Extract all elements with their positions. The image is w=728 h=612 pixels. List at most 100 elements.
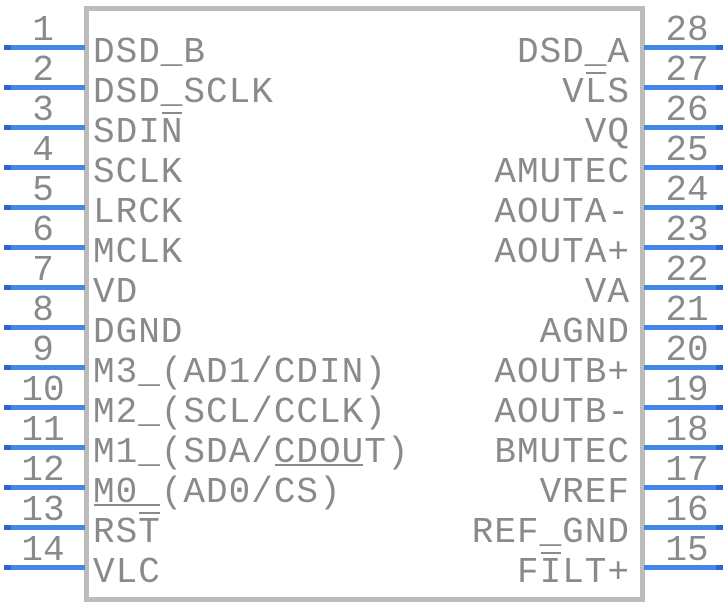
pin-line xyxy=(644,485,723,490)
pin-label: SCLK xyxy=(93,152,184,193)
pin-line xyxy=(644,405,723,410)
pin-number: 10 xyxy=(21,370,65,411)
pin-label-part: F xyxy=(516,552,540,593)
pin-line xyxy=(644,85,723,90)
pin-label: SDIN xyxy=(93,115,183,151)
pin-number: 27 xyxy=(665,50,709,91)
pin-line xyxy=(644,525,723,530)
pin-line xyxy=(4,285,85,290)
pin-label: DSD_B xyxy=(93,32,207,73)
pin-label-part: T) xyxy=(364,432,410,473)
pin-number: 7 xyxy=(32,250,54,291)
pin-line xyxy=(4,165,85,170)
pin-label-part: (AD0/CS) xyxy=(160,472,342,513)
pin-label: LRCK xyxy=(93,192,184,233)
pin-label: RST xyxy=(93,515,161,551)
pin-number: 18 xyxy=(665,410,709,451)
pin-line xyxy=(4,525,85,530)
pin-line xyxy=(644,565,723,570)
pin-number: 11 xyxy=(21,410,65,451)
pin-line xyxy=(4,125,85,130)
pin-label: AOUTA- xyxy=(494,192,630,233)
pin-line xyxy=(4,85,85,90)
pin-line xyxy=(644,245,723,250)
pin-label: VQ xyxy=(584,112,630,153)
pin-line xyxy=(4,245,85,250)
pin-label: DSD_A xyxy=(516,32,630,73)
pin-number: 12 xyxy=(21,450,65,491)
pin-label: VA xyxy=(584,272,630,313)
pin-line xyxy=(644,365,723,370)
pin-label: M0_(AD0/CS) xyxy=(93,475,342,511)
pin-number: 6 xyxy=(32,210,54,251)
pin-label: DGND xyxy=(93,312,184,353)
pin-number: 14 xyxy=(21,530,65,571)
pin-label: VLS xyxy=(562,75,630,111)
pin-number: 26 xyxy=(665,90,709,131)
pin-label: VLC xyxy=(93,552,161,593)
pin-line xyxy=(644,325,723,330)
pin-number: 19 xyxy=(665,370,709,411)
underline-part: M0_ xyxy=(93,472,161,513)
pin-line xyxy=(644,445,723,450)
pin-label: AOUTA+ xyxy=(494,232,630,273)
pin-line xyxy=(4,445,85,450)
pin-number: 15 xyxy=(665,530,709,571)
pin-number: 2 xyxy=(32,50,54,91)
pin-line xyxy=(644,125,723,130)
pin-label-part: V xyxy=(562,72,585,113)
pin-line xyxy=(4,45,85,50)
pin-label-part: SDI xyxy=(93,112,161,153)
pin-line xyxy=(644,205,723,210)
pin-number: 1 xyxy=(32,10,54,51)
pin-line xyxy=(4,485,85,490)
pin-label-part: M1_(SDA/ xyxy=(93,432,274,473)
pin-number: 23 xyxy=(665,210,709,251)
pin-label-part: RS xyxy=(93,512,139,553)
pin-number: 20 xyxy=(665,330,709,371)
pin-number: 17 xyxy=(665,450,709,491)
pin-number: 13 xyxy=(21,490,65,531)
pin-label: BMUTEC xyxy=(494,432,630,473)
underline-part: CDOU xyxy=(273,432,365,473)
pin-label: VREF xyxy=(539,472,630,513)
overline-part: L xyxy=(584,72,608,113)
pin-number: 9 xyxy=(32,330,54,371)
overline-part: T xyxy=(138,512,161,553)
overline-part: I xyxy=(539,552,563,593)
pin-label: DSD_SCLK xyxy=(93,72,274,113)
pin-label-part: S xyxy=(607,72,630,113)
pin-number: 28 xyxy=(665,10,709,51)
pin-line xyxy=(644,45,723,50)
chip-body xyxy=(84,6,645,602)
pin-line xyxy=(4,365,85,370)
pin-label-part: LT+ xyxy=(562,552,630,593)
pin-line xyxy=(4,405,85,410)
pin-label: AMUTEC xyxy=(494,152,630,193)
pin-label: VD xyxy=(93,272,139,313)
pin-number: 16 xyxy=(665,490,709,531)
pin-label: AOUTB- xyxy=(494,392,630,433)
pin-label: FILT+ xyxy=(517,555,630,591)
pin-number: 8 xyxy=(32,290,54,331)
pin-label: AOUTB+ xyxy=(494,352,630,393)
pin-number: 21 xyxy=(665,290,709,331)
pin-line xyxy=(4,565,85,570)
pin-number: 24 xyxy=(665,170,709,211)
pin-line xyxy=(644,285,723,290)
pin-label: M1_(SDA/CDOUT) xyxy=(93,435,409,471)
pin-label: REF_GND xyxy=(471,512,630,553)
pin-number: 5 xyxy=(32,170,54,211)
pin-label: MCLK xyxy=(93,232,184,273)
overline-part: N xyxy=(160,112,184,153)
pin-line xyxy=(4,205,85,210)
pin-number: 3 xyxy=(32,90,54,131)
pin-number: 4 xyxy=(32,130,54,171)
pin-number: 22 xyxy=(665,250,709,291)
pin-label: M3_(AD1/CDIN) xyxy=(93,352,387,393)
pin-number: 25 xyxy=(665,130,709,171)
pin-line xyxy=(644,165,723,170)
pin-label: M2_(SCL/CCLK) xyxy=(93,392,387,433)
pin-line xyxy=(4,325,85,330)
